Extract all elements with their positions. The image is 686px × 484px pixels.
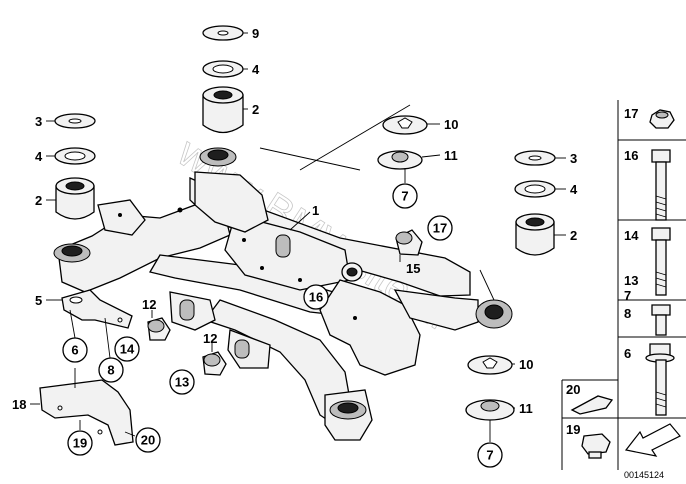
callout-4-left: 4 [35, 149, 43, 164]
bolt-16-icon [651, 149, 671, 221]
spacer-ring-4-right [514, 180, 556, 198]
callout-14: 14 [120, 342, 135, 357]
washer-3-left [54, 113, 96, 129]
rubber-mount-2-right [515, 213, 555, 256]
fastener-panel: 17 16 14 13 7 8 6 20 19 [561, 100, 686, 480]
callouts-circled: 6 8 14 13 16 17 7 7 19 20 [62, 183, 503, 468]
panel-8: 8 [624, 306, 631, 321]
panel-14: 14 [624, 228, 639, 243]
bushing-16 [341, 262, 363, 282]
panel-20: 20 [566, 382, 580, 397]
callout-20: 20 [141, 433, 155, 448]
callout-4-top: 4 [252, 62, 260, 77]
mount-socket-right [475, 299, 513, 329]
stop-washer-11-top [377, 150, 423, 170]
callout-10-bottom: 10 [519, 357, 533, 372]
washer-3-right [514, 150, 556, 166]
callout-4-right: 4 [570, 182, 578, 197]
clip-20-icon [570, 395, 614, 415]
callout-17: 17 [433, 221, 447, 236]
callout-6: 6 [71, 343, 78, 358]
callout-16: 16 [309, 290, 323, 305]
bracket-5 [61, 289, 133, 329]
heat-shield-18 [39, 379, 134, 446]
panel-19: 19 [566, 422, 580, 437]
panel-16: 16 [624, 148, 638, 163]
callout-18: 18 [12, 397, 26, 412]
callout-7-top: 7 [401, 189, 408, 204]
mount-socket-top [199, 147, 237, 167]
mount-socket-left [53, 243, 91, 263]
panel-6: 6 [624, 346, 631, 361]
callout-2-right: 2 [570, 228, 577, 243]
callout-8: 8 [107, 363, 114, 378]
spacer-ring-4-top [202, 60, 244, 78]
bushing-17 [395, 229, 423, 256]
rubber-mount-2-top [202, 86, 244, 134]
callout-15: 15 [406, 261, 420, 276]
rear-axle-subframe [57, 171, 479, 441]
callout-13: 13 [175, 375, 189, 390]
bolt-14-icon [651, 227, 671, 296]
stop-washer-11-bottom [465, 399, 515, 421]
callout-10-top: 10 [444, 117, 458, 132]
callout-12-upper: 12 [142, 297, 156, 312]
bolt-8-icon [651, 304, 671, 336]
callout-1: 1 [312, 203, 319, 218]
callout-3-left: 3 [35, 114, 42, 129]
stop-plate-10-bottom [467, 355, 513, 375]
bushing-13 [202, 351, 227, 376]
washer-9 [202, 25, 244, 41]
callout-12-lower: 12 [203, 331, 217, 346]
callout-19: 19 [73, 436, 87, 451]
plug-19-icon [581, 433, 611, 459]
panel-17: 17 [624, 106, 638, 121]
direction-arrow-icon [624, 423, 681, 457]
stop-plate-10-top [382, 115, 428, 135]
spacer-ring-4-left [54, 147, 96, 165]
callout-3-right: 3 [570, 151, 577, 166]
leader-lines [30, 32, 566, 442]
callout-2-left: 2 [35, 193, 42, 208]
hex-nut-17-icon [649, 109, 675, 129]
callout-5: 5 [35, 293, 42, 308]
rubber-mount-2-left [55, 177, 95, 220]
callout-11-bottom: 11 [519, 401, 533, 416]
bushing-14 [147, 317, 171, 341]
callout-7-bottom: 7 [486, 448, 493, 463]
catalog-number: 00145124 [624, 470, 664, 480]
callout-9: 9 [252, 26, 259, 41]
panel-7: 7 [624, 288, 631, 303]
bolt-6-icon [645, 343, 675, 416]
callouts-plain: 9 4 2 3 4 2 5 1 10 11 3 4 2 15 12 12 10 … [12, 26, 578, 416]
callout-2-top: 2 [252, 102, 259, 117]
callout-11-top: 11 [444, 148, 458, 163]
panel-13: 13 [624, 273, 638, 288]
mount-socket-rear [329, 400, 367, 420]
